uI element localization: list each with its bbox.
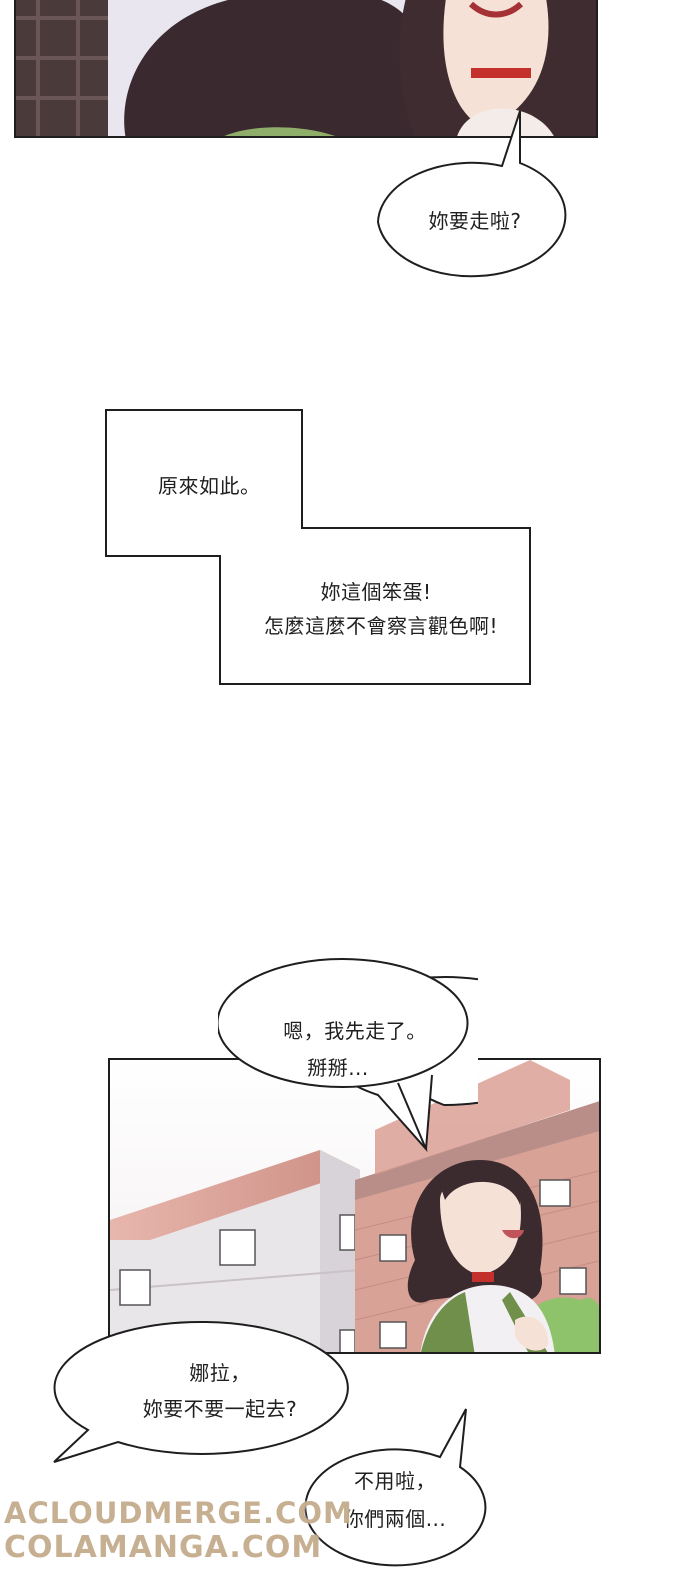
speech-bubble-decline bbox=[304, 1408, 487, 1567]
narration-box-shape bbox=[105, 409, 531, 685]
watermark-line2: COLAMANGA.COM bbox=[4, 1530, 323, 1565]
bubble-reply-line1: 嗯，我先走了。 bbox=[283, 1019, 427, 1043]
top-panel bbox=[14, 0, 598, 138]
bubble-leaving-text: 妳要走啦? bbox=[428, 209, 522, 233]
narration-box2-line2: 怎麼這麼不會察言觀色啊! bbox=[263, 614, 499, 638]
speech-bubble-ask bbox=[53, 1320, 349, 1463]
bottom-panel bbox=[108, 1058, 601, 1354]
bubble-reply-line2: 掰掰... bbox=[307, 1056, 369, 1080]
bubble-ask-line1: 娜拉， bbox=[189, 1361, 251, 1385]
narration-box2-line1: 妳這個笨蛋! bbox=[320, 580, 432, 604]
speech-bubble-leaving bbox=[376, 110, 567, 278]
speech-bubble-reply bbox=[218, 957, 478, 1153]
narration-box1-text: 原來如此。 bbox=[158, 474, 261, 498]
watermark-line1: ACLOUDMERGE.COM bbox=[4, 1496, 353, 1530]
bottom-panel-art bbox=[110, 1060, 599, 1352]
top-panel-art bbox=[16, 0, 596, 136]
bubble-decline-line1: 不用啦， bbox=[354, 1469, 436, 1493]
bubble-decline-line2: 你們兩個... bbox=[343, 1507, 447, 1531]
bubble-ask-line2: 妳要不要一起去? bbox=[142, 1397, 298, 1421]
